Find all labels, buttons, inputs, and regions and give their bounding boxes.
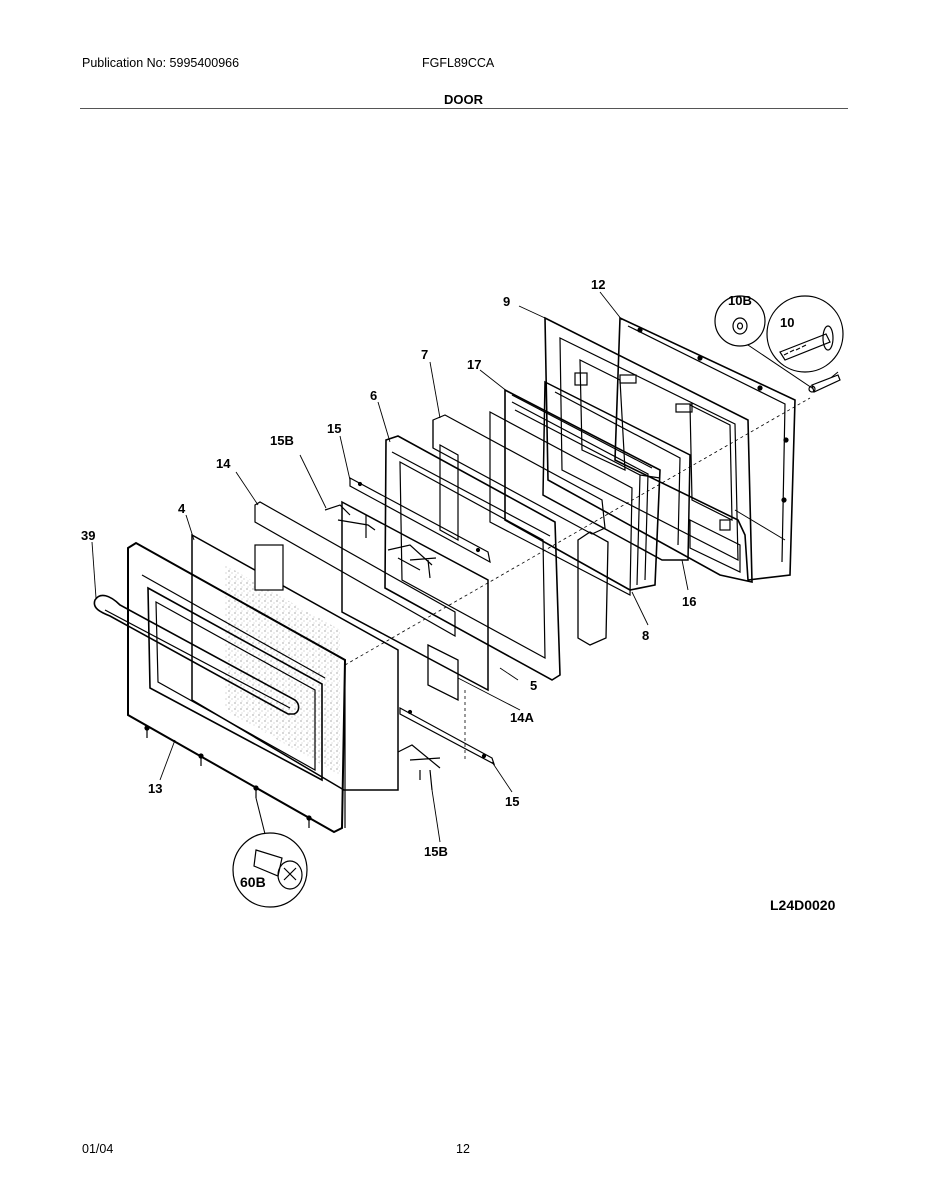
door-frame-part-6	[384, 435, 561, 681]
callout-60B: 60B	[240, 874, 266, 890]
detail-leader-60B	[255, 797, 266, 835]
callout-14A: 14A	[510, 710, 534, 725]
callout-10: 10	[780, 315, 794, 330]
footer-date: 01/04	[82, 1142, 114, 1156]
section-title: DOOR	[444, 92, 483, 107]
callout-17: 17	[467, 357, 481, 372]
outer-glass-part-4	[191, 533, 399, 791]
header-divider	[80, 108, 848, 109]
callout-15-bottom: 15	[505, 794, 519, 809]
outer-frame-part-12	[614, 316, 796, 581]
callout-39: 39	[81, 528, 95, 543]
callout-13: 13	[148, 781, 162, 796]
callout-15B-top: 15B	[270, 433, 294, 448]
callout-14: 14	[216, 456, 231, 471]
bracket-part-15-top	[349, 476, 491, 564]
callout-4: 4	[178, 501, 186, 516]
callout-9: 9	[503, 294, 510, 309]
screws	[144, 725, 312, 828]
screw-detail	[808, 374, 841, 393]
callout-8: 8	[642, 628, 649, 643]
insulation-block	[577, 531, 609, 646]
model-number: FGFL89CCA	[422, 56, 495, 70]
inner-glass-part-14A	[341, 500, 489, 702]
glass-frame-part-17	[504, 388, 661, 591]
callout-leaders	[91, 291, 689, 843]
clip-part-15B-top	[324, 504, 437, 579]
glass-panel-part-8	[489, 410, 633, 596]
detail-circle-60B	[232, 832, 308, 908]
callout-15B-bottom: 15B	[424, 844, 448, 859]
callout-12: 12	[591, 277, 605, 292]
inner-liner-part-9	[544, 316, 753, 583]
publication-number: Publication No: 5995400966	[82, 56, 240, 70]
callout-5: 5	[530, 678, 537, 693]
detail-circle-10B	[714, 295, 766, 347]
callout-6: 6	[370, 388, 377, 403]
page-number: 12	[456, 1142, 470, 1156]
vent-strip-part-14	[254, 501, 456, 638]
insulation-part-7	[432, 414, 606, 542]
drawing-identifier: L24D0020	[770, 897, 836, 913]
bracket-part-15-bottom	[399, 706, 496, 766]
alignment-lines	[344, 397, 811, 760]
window-pack-part-16	[542, 380, 691, 561]
callout-16: 16	[682, 594, 696, 609]
door-panel-part-13	[127, 541, 347, 834]
callout-15-top: 15	[327, 421, 341, 436]
clip-part-15B-bottom	[397, 744, 441, 791]
callout-7: 7	[421, 347, 428, 362]
detail-circle-10	[766, 295, 844, 373]
callout-10B: 10B	[728, 293, 752, 308]
door-handle-part-39	[93, 594, 300, 715]
